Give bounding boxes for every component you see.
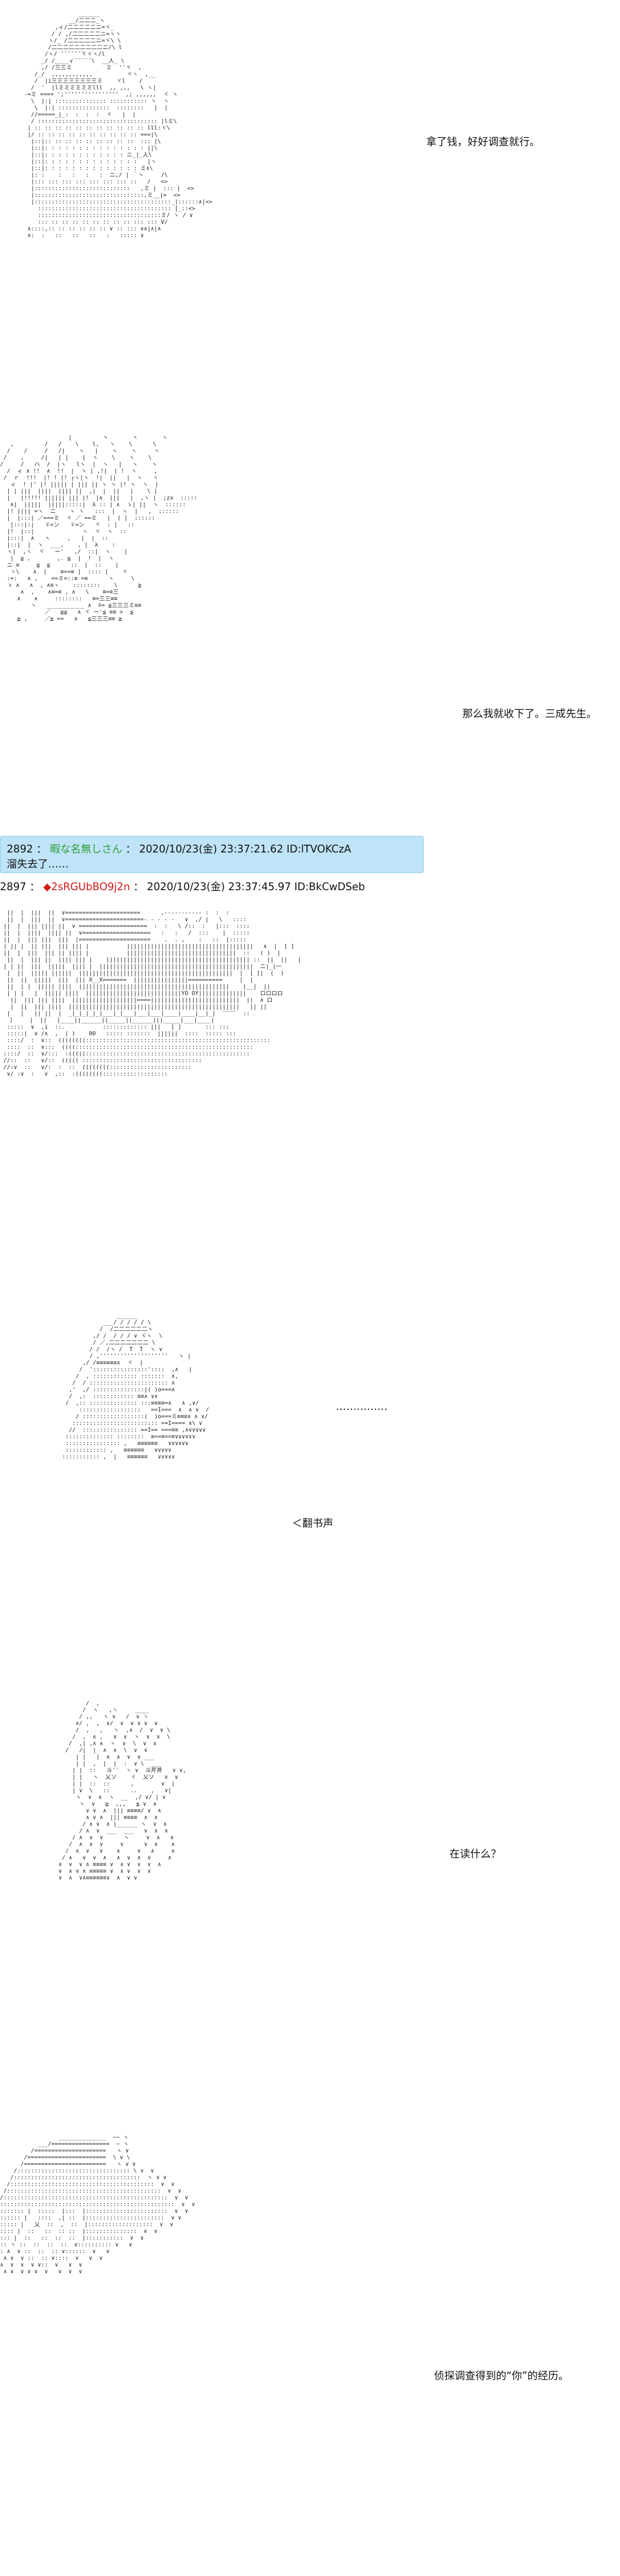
post-separator: ：	[29, 880, 40, 893]
post-number[interactable]: 2897	[0, 880, 26, 893]
ascii-art-question-character: / , / ヽ ,ヽ ____ / ,, ヽ ∨ / ∨ ヽ ∧/ , , ∨/…	[58, 1700, 187, 1881]
panel-1: ______ __/二二二_ヽ ,ィ/二二二二二ニ=ヾ_ / / ,/二二二二二…	[0, 0, 620, 393]
post-date: 2020/10/23(金) 23:37:45.97 ID:BkCwDSeb	[147, 880, 365, 893]
poster-name[interactable]: 暇な名無しさん	[50, 843, 122, 855]
post-2892: 2892 ： 暇な名無しさん ： 2020/10/23(金) 23:37:21.…	[0, 836, 424, 873]
panel-5: / , / ヽ ,ヽ ____ / ,, ヽ ∨ / ∨ ヽ ∧/ , , ∨/…	[0, 1689, 620, 2082]
panel-2: | ヽ ヽ ヽ , / / \ l, ヽ \ \ / / / /| ヽ | ヽ …	[0, 424, 620, 827]
post-2892-header: 2892 ： 暇な名無しさん ： 2020/10/23(金) 23:37:21.…	[7, 841, 417, 856]
ascii-art-reading-character: ______ ___/ / / / / \ / /二二二二二二ヽ ,/ / / …	[62, 1312, 209, 1460]
post-2892-body: 溜失去了……	[7, 858, 69, 870]
ascii-art-library-scene: || | ||| || ∨====================== ,---…	[3, 909, 301, 1077]
caption-detective-findings: 侦探调查得到的“你”的经历。	[434, 2369, 569, 2382]
post-separator: ：	[125, 843, 136, 855]
panel-6: ______________ ~~ ヽ ___/================…	[0, 2123, 620, 2576]
poster-trip[interactable]: ◆2sRGUbBO9j2n	[43, 880, 130, 893]
panel-3: || | ||| || ∨====================== ,---…	[0, 909, 620, 1250]
post-date: 2020/10/23(金) 23:37:21.62 ID:lTVOKCzA	[139, 843, 351, 855]
post-2897-header: 2897 ： ◆2sRGUbBO9j2n ： 2020/10/23(金) 23:…	[0, 878, 365, 893]
caption-page-turn: ＜翻书声	[292, 1517, 333, 1529]
ascii-art-character-face: | ヽ ヽ ヽ , / / \ l, ヽ \ \ / / / /| ヽ | ヽ …	[0, 434, 197, 622]
ascii-art-detective-hat: ______ __/二二二_ヽ ,ィ/二二二二二ニ=ヾ_ / / ,/二二二二二…	[24, 10, 212, 239]
post-separator: ：	[36, 843, 47, 855]
panel-4: ______ ___/ / / / / \ / /二二二二二二ヽ ,/ / / …	[0, 1302, 620, 1664]
caption-what-reading: 在读什么？	[450, 1848, 501, 1860]
caption-take-money: 拿了钱，好好调查就行。	[426, 135, 540, 148]
post-separator: ：	[133, 880, 144, 893]
ascii-art-hat-close-up: ______________ ~~ ヽ ___/================…	[0, 2134, 195, 2275]
caption-accept: 那么我就收下了。三成先生。	[462, 707, 597, 720]
post-number[interactable]: 2892	[7, 843, 33, 855]
caption-dots: ……………	[336, 1400, 388, 1413]
